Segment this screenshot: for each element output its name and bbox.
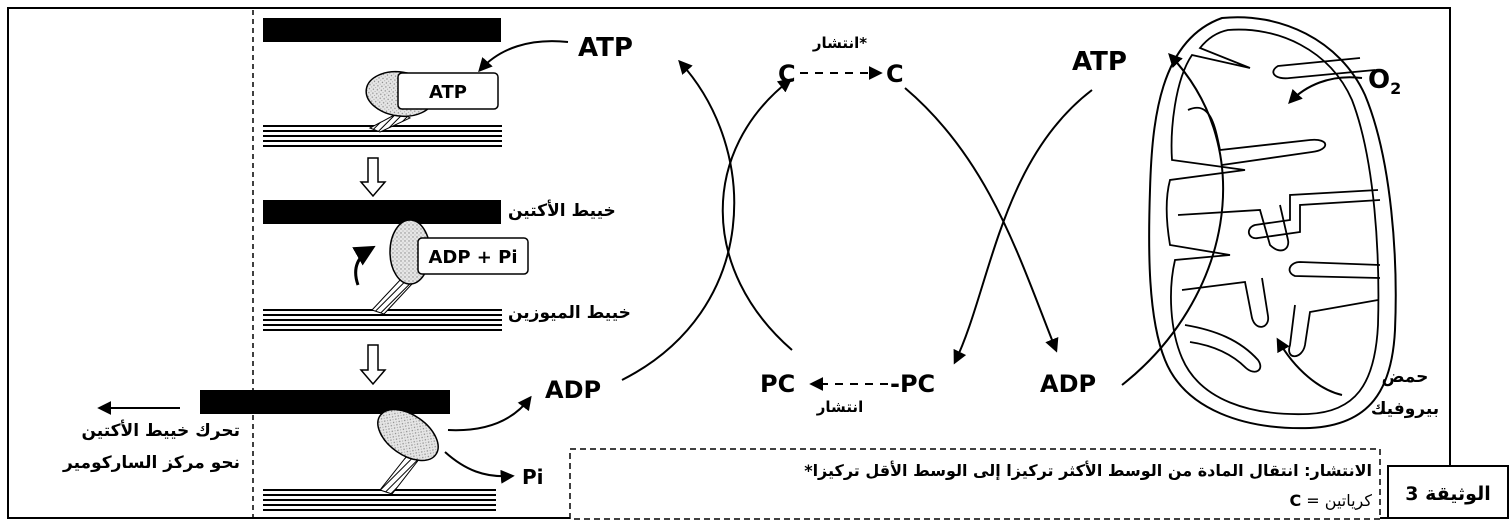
crista-2 <box>1187 107 1327 166</box>
atp-box <box>397 72 499 110</box>
myosin-neck <box>368 111 412 133</box>
myosin-head <box>377 408 439 462</box>
oxygen-label: O2 <box>1368 65 1401 98</box>
actin-filament-label: خييط الأكتين <box>508 200 616 221</box>
pyruvic-label-line2: بيروفيك <box>1371 399 1439 419</box>
document-label: الوثيقة 3 <box>1405 483 1491 505</box>
crista-5 <box>1288 261 1381 279</box>
definition-line2: C = كرياتين <box>1289 491 1372 511</box>
movement-label-line2: نحو مركز الساركومير <box>62 453 240 473</box>
outer-frame <box>7 7 1451 519</box>
atp-left-label: ATP <box>578 33 633 63</box>
crista-1 <box>1272 57 1376 80</box>
mitochondrion-inner-membrane <box>1165 28 1380 416</box>
arrow-pc-to-c-left <box>721 78 793 351</box>
pc-left-label: PC <box>760 370 795 398</box>
arrow-adp-to-atp-left <box>621 59 736 381</box>
document-label-box <box>1387 465 1509 519</box>
definition-line1: *الانتشار: انتقال المادة من الوسط الأكثر… <box>804 461 1372 480</box>
myosin-filament-label: خييط الميوزين <box>508 303 631 323</box>
c-left-label: C <box>778 60 796 88</box>
adp-pi-box-label: ADP + Pi <box>428 247 517 268</box>
diffusion-top-label: انتشار* <box>812 34 867 52</box>
adp-right-label: ADP <box>1040 370 1096 398</box>
arrow-pyruvic <box>1276 337 1343 396</box>
pi-label: Pi <box>522 465 544 489</box>
stage-1-atp-binding: ATP <box>263 18 502 147</box>
atp-right-label: ATP <box>1072 47 1127 77</box>
actin-filament-bar <box>200 390 450 414</box>
crista-8 <box>1184 324 1262 373</box>
diffusion-bottom-label: انتشار <box>816 398 863 416</box>
myosin-filament <box>263 309 502 331</box>
definition-box <box>569 448 1381 520</box>
myosin-filament <box>263 489 496 511</box>
crista-6 <box>1181 277 1269 328</box>
stage-2-hydrolysis: خييط الأكتين خييط الميوزين ADP + Pi <box>263 200 631 331</box>
arrow-head-to-pi <box>444 451 515 484</box>
crista-7 <box>1288 299 1379 358</box>
mitochondrion-outer-membrane <box>1148 16 1397 430</box>
mitochondrion <box>1148 16 1397 430</box>
crista-3 <box>1248 189 1381 240</box>
arrow-adp-into-mitochondrion-to-atp <box>1121 52 1224 386</box>
pc-right-label: -PC <box>890 370 935 398</box>
arrow-c-to-adp-right <box>904 87 1059 353</box>
actin-filament-bar <box>263 18 501 42</box>
adp-pi-box <box>417 237 529 275</box>
arrow-head-to-adp <box>447 395 532 432</box>
stage-3-power-stroke <box>200 390 496 511</box>
movement-label-line1: تحرك خييط الأكتين <box>81 420 240 441</box>
head-rotation-arrow <box>352 245 376 286</box>
pyruvic-label-line1: حمض <box>1382 367 1429 387</box>
adp-left-label: ADP <box>545 376 601 404</box>
c-right-label: C <box>886 60 904 88</box>
atp-box-label: ATP <box>429 82 467 103</box>
down-arrow-1 <box>359 157 387 198</box>
down-arrow-2 <box>359 344 387 386</box>
actin-filament-bar <box>263 200 501 224</box>
crista-4 <box>1177 204 1290 252</box>
arrow-atp-right-to-pc <box>953 89 1093 365</box>
arrow-oxygen <box>1288 76 1363 105</box>
arrow-atp-to-head <box>478 40 569 73</box>
